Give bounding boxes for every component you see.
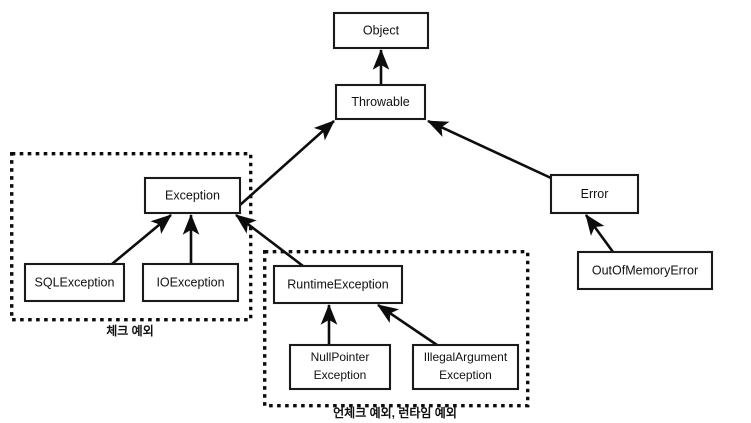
class-label-runtimeexception: RuntimeException <box>287 277 388 291</box>
class-node-ioexception[interactable]: IOException <box>141 262 240 303</box>
class-box-ioexception <box>141 262 240 303</box>
edge-oome-to-error <box>584 214 615 253</box>
class-label-nullpointer-line2: Exception <box>314 368 367 382</box>
group-caption-unchecked: 언체크 예외, 런타임 예외 <box>333 405 457 420</box>
class-node-runtimeexception[interactable]: RuntimeException <box>272 264 404 305</box>
class-label-ioexception: IOException <box>156 275 224 289</box>
group-region-unchecked <box>263 249 530 408</box>
edge-illegalargument-to-runtime <box>377 303 438 347</box>
class-box-exception <box>143 176 242 215</box>
edge-runtime-to-exception <box>235 213 304 268</box>
class-label-error: Error <box>581 187 609 201</box>
class-node-error[interactable]: Error <box>549 173 640 215</box>
class-node-outofmemoryerror[interactable]: OutOfMemoryError <box>576 250 714 291</box>
class-box-error <box>549 173 640 215</box>
class-label-exception: Exception <box>165 188 220 202</box>
class-box-illegalargument <box>411 343 520 391</box>
class-node-sqlexception[interactable]: SQLException <box>23 262 126 303</box>
class-box-object <box>332 11 430 50</box>
edge-sqlexception-to-exception <box>111 213 172 266</box>
class-box-runtimeexception <box>272 264 404 305</box>
class-box-outofmemoryerror <box>576 250 714 291</box>
class-box-nullpointer <box>288 343 392 391</box>
class-label-object: Object <box>363 23 400 37</box>
edge-exception-to-throwable <box>239 120 335 206</box>
inheritance-edges <box>111 48 615 347</box>
group-region-checked <box>9 151 253 322</box>
class-label-illegalargument-line2: Exception <box>439 368 492 382</box>
class-node-throwable[interactable]: Throwable <box>334 83 427 121</box>
class-label-throwable: Throwable <box>351 95 409 109</box>
edge-error-to-throwable <box>427 119 552 180</box>
class-node-exception[interactable]: Exception <box>143 176 242 215</box>
class-label-illegalargument-line1: IllegalArgument <box>424 350 508 364</box>
group-caption-checked: 체크 예외 <box>106 323 154 338</box>
class-box-throwable <box>334 83 427 121</box>
class-node-object[interactable]: Object <box>332 11 430 50</box>
group-regions <box>9 151 530 408</box>
class-box-sqlexception <box>23 262 126 303</box>
class-label-nullpointer-line1: NullPointer <box>311 350 370 364</box>
class-label-outofmemoryerror: OutOfMemoryError <box>592 263 698 277</box>
class-label-sqlexception: SQLException <box>35 275 115 289</box>
